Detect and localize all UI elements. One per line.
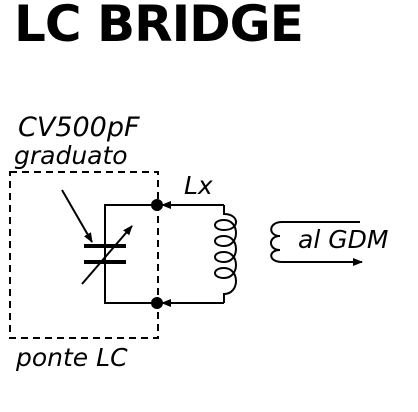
variable-capacitor-symbol — [81, 225, 133, 285]
capacitor-sublabel: graduato — [14, 141, 128, 170]
bridge-label: ponte LC — [15, 343, 128, 372]
capacitor-wiring — [104, 204, 157, 304]
gdm-coupling-loop — [270, 221, 363, 266]
bridge-boundary-box — [9, 171, 159, 339]
terminal-bottom — [151, 297, 163, 309]
inductor-label: Lx — [184, 171, 213, 200]
diagram-title: LC BRIDGE — [14, 0, 304, 53]
terminal-top — [151, 199, 163, 211]
gdm-label: al GDM — [298, 225, 388, 254]
inductor-coil — [214, 205, 237, 303]
capacitor-pointer-arrow — [61, 189, 93, 243]
capacitor-label: CV500pF — [18, 112, 140, 143]
